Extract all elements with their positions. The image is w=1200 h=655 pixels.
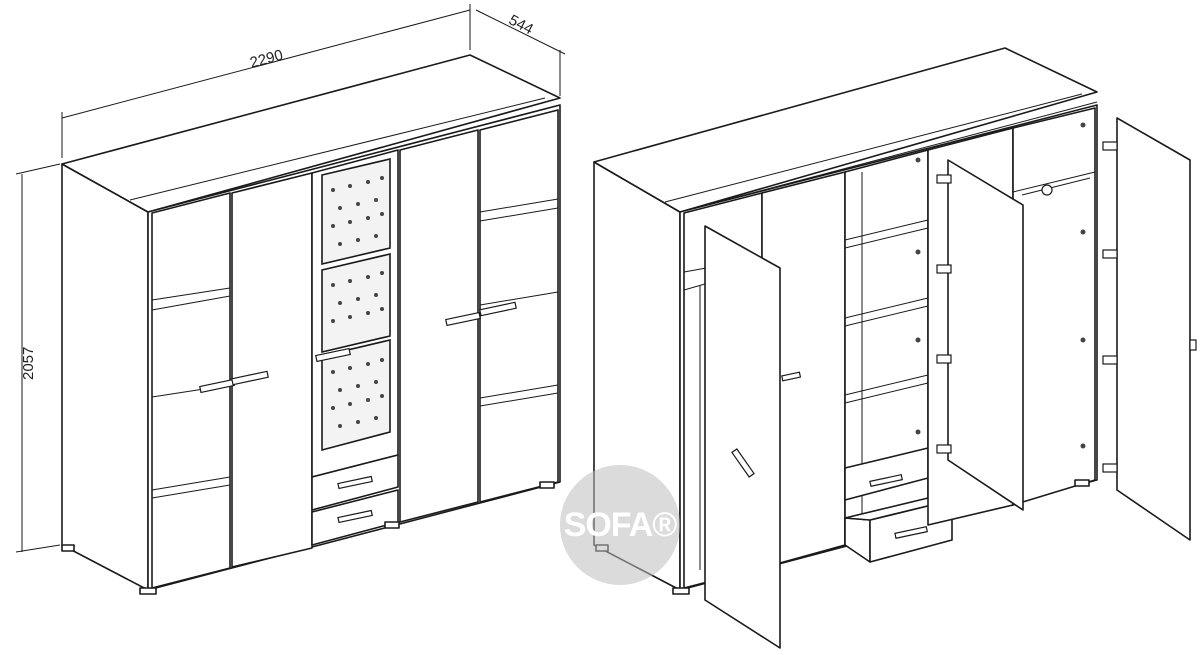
open-drawer-lower-side [844, 517, 871, 563]
closed-wardrobe-view [61, 54, 561, 595]
open-door-left [704, 225, 781, 649]
dimension-height-label: 2057 [20, 347, 37, 380]
door-right-center [399, 129, 479, 523]
door-far-right [479, 109, 559, 503]
glass-diamond-pattern [331, 176, 384, 428]
open-wardrobe-view [593, 47, 1197, 649]
open-door-middle [947, 159, 1024, 511]
top-surface [61, 54, 561, 213]
hanging-rail [1041, 184, 1053, 196]
dimension-depth-label: 544 [506, 11, 536, 38]
glass-panel-top [321, 157, 391, 266]
foot-4 [61, 544, 75, 552]
open-door-left-handle [731, 448, 755, 478]
left-side-panel [61, 163, 149, 591]
watermark-text: SOFA® [563, 505, 678, 544]
open-door-left-handle-2 [781, 371, 802, 382]
drawer-upper-handle [337, 475, 373, 490]
dimension-width-label: 2290 [248, 47, 285, 72]
hinges [915, 122, 1118, 473]
sofa-logo-watermark: SOFA® [560, 465, 680, 585]
handle-glass-door [315, 347, 351, 363]
foot-1 [139, 587, 157, 595]
foot-3 [539, 481, 555, 489]
handle-right-1 [445, 311, 481, 327]
handle-right-2 [479, 301, 517, 317]
open-top-surface [593, 47, 1098, 213]
dimension-height: 2057 [15, 163, 61, 553]
foot-2 [384, 521, 400, 529]
door-left-center [231, 172, 313, 568]
glass-panel-bottom [321, 338, 391, 452]
drawer-lower-handle [337, 509, 373, 524]
open-door-right [1116, 117, 1191, 541]
glass-panel-middle [321, 252, 391, 354]
handle-left-2 [231, 370, 269, 386]
